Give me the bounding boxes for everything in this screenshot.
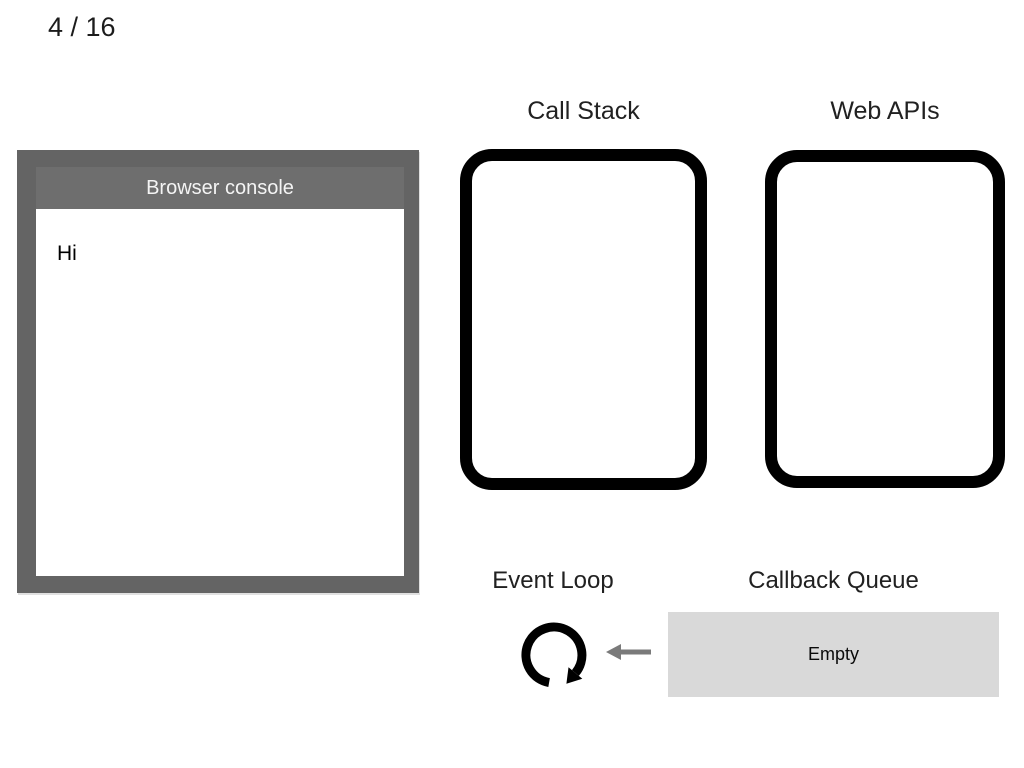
call-stack-box — [460, 149, 707, 490]
browser-console-output: Hi — [36, 209, 404, 576]
callback-queue-box: Empty — [668, 612, 999, 697]
web-apis-box — [765, 150, 1005, 488]
call-stack-label: Call Stack — [527, 97, 640, 125]
event-loop-label: Event Loop — [492, 567, 614, 594]
page-counter: 4 / 16 — [48, 12, 116, 42]
left-arrow-icon — [606, 644, 651, 660]
browser-console-panel: Browser console Hi — [17, 150, 419, 593]
callback-queue-label: Callback Queue — [748, 567, 919, 594]
web-apis-label: Web APIs — [830, 97, 940, 125]
event-loop-arrow-icon — [521, 622, 587, 688]
console-log-line: Hi — [57, 242, 77, 265]
callback-queue-status: Empty — [807, 644, 859, 664]
browser-console-titlebar: Browser console — [36, 167, 404, 209]
